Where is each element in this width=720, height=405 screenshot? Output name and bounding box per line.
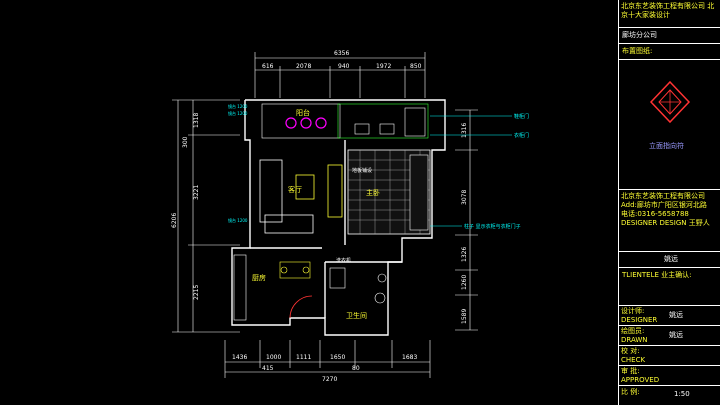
dim-bottom-3: 1111	[296, 354, 311, 361]
dim-top-total: 6356	[334, 50, 349, 57]
tb-row-designer: 设计师: DESIGNER 姚远	[619, 306, 720, 326]
dim-top-4: 1972	[376, 63, 391, 70]
right-dimensions	[455, 109, 478, 331]
room-living: 客厅	[288, 185, 302, 194]
left-dimensions	[172, 99, 240, 333]
dim-bottom-5: 1683	[402, 354, 417, 361]
dim-top-3: 940	[338, 63, 350, 70]
top-dimensions	[254, 52, 426, 98]
tb-row-scale: 比 例: 1:50	[621, 388, 690, 398]
living-room: 客厅	[259, 159, 343, 234]
dim-right-3: 1326	[461, 247, 468, 262]
dim-top-5: 850	[410, 63, 422, 70]
dim-bottom-total: 7270	[322, 376, 337, 383]
note-2: 镜台 1200	[228, 110, 248, 116]
balcony: 阳台	[261, 103, 341, 139]
dim-left-total: 6206	[171, 213, 178, 228]
callout-1: 鞋柜门	[514, 113, 529, 120]
callout-3: 柱子 显示衣柜与衣柜门子	[464, 223, 521, 230]
company-logo	[649, 80, 691, 124]
room-floor-note: 地板铺设	[352, 167, 372, 174]
dim-right-4: 1260	[461, 275, 468, 290]
walls	[231, 99, 446, 336]
dim-bottom-4: 1650	[330, 354, 345, 361]
tb-row-drawn: 绘图员: DRAWN 姚远	[619, 326, 720, 346]
bottom-dimensions	[224, 340, 431, 378]
tb-row-approved: 审 批: APPROVED	[619, 366, 720, 386]
room-laundry: 洗衣机	[336, 257, 351, 264]
dim-left-4: 2215	[193, 285, 200, 300]
tb-company-info: 北京东艺装饰工程有限公司 Add:廊坊市广阳区银河北路 电话:0316-5658…	[619, 190, 720, 252]
tb-company-top: 北京东艺装饰工程有限公司 北京十大家装设计	[619, 0, 720, 28]
wardrobe	[337, 103, 429, 139]
kitchen: 厨房	[233, 254, 311, 321]
dim-right-2: 3078	[461, 190, 468, 205]
tb-row-check: 校 对: CHECK	[619, 346, 720, 366]
callouts	[430, 115, 512, 227]
tb-designer-name: 姚远	[619, 252, 720, 268]
note-3: 镜台 1200	[228, 217, 248, 223]
dim-bottom-1: 1436	[232, 354, 247, 361]
tb-branch: 廊坊分公司	[619, 28, 720, 44]
dim-right-1: 1316	[461, 123, 468, 138]
title-block: 北京东艺装饰工程有限公司 北京十大家装设计 廊坊分公司 布置图纸: 立面指向符 …	[618, 0, 720, 405]
dim-left-1: 300	[182, 136, 189, 148]
tb-client: TLIENTELE 业主确认:	[619, 268, 720, 306]
dim-right-5: 1589	[461, 309, 468, 324]
note-1: 镜台 1200	[228, 103, 248, 109]
room-bath: 卫生间	[346, 311, 367, 320]
dim-top-1: 616	[262, 63, 274, 70]
master-bedroom: 主卧 地板铺设	[347, 149, 431, 235]
bathroom: 卫生间 洗衣机	[289, 257, 387, 320]
tb-project: 布置图纸:	[619, 44, 720, 60]
tb-view-label: 立面指向符	[649, 142, 684, 150]
dim-bottom-7: 80	[352, 365, 360, 372]
room-kitchen: 厨房	[252, 273, 266, 282]
dim-bottom-6: 415	[262, 365, 274, 372]
dim-bottom-2: 1000	[266, 354, 281, 361]
dim-top-2: 2078	[296, 63, 311, 70]
room-master: 主卧	[366, 188, 380, 197]
dim-left-3: 3221	[193, 185, 200, 200]
dim-left-2: 1318	[193, 113, 200, 128]
room-balcony: 阳台	[296, 108, 310, 117]
tb-logo-cell: 立面指向符	[619, 60, 720, 190]
callout-2: 衣柜门	[514, 132, 529, 139]
